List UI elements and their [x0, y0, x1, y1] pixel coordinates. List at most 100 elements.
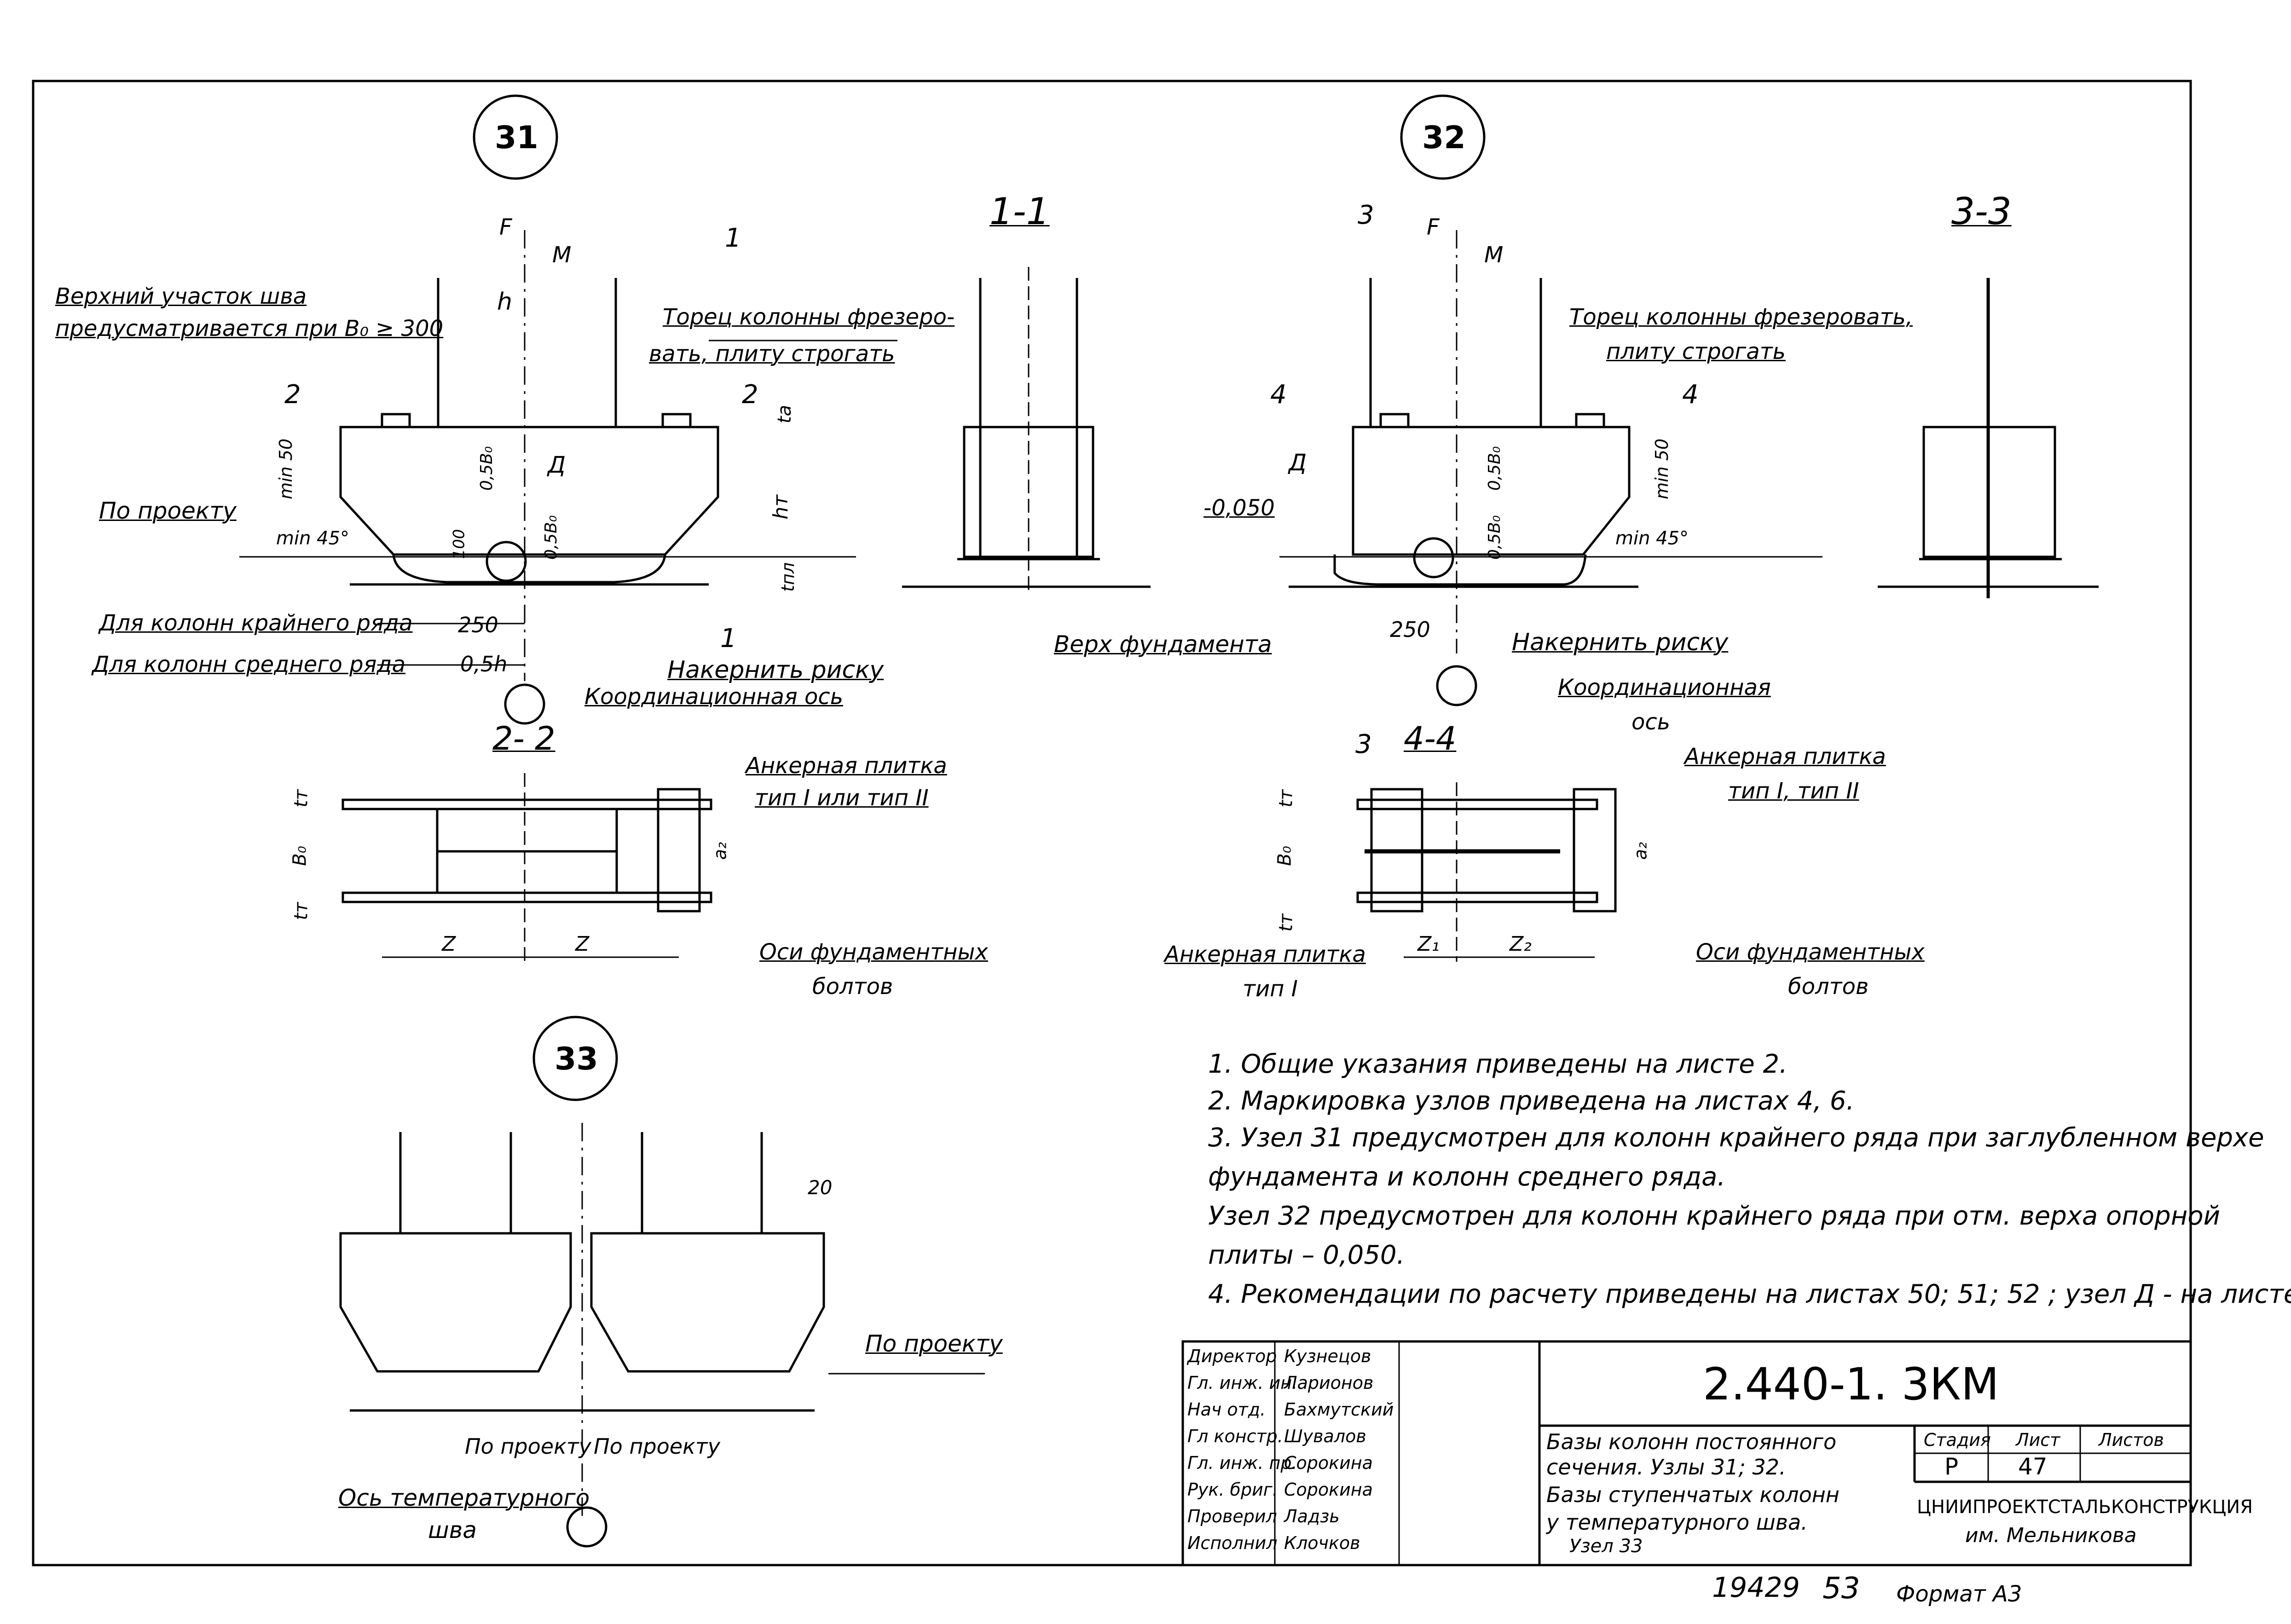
s22-tt-top: tт [290, 789, 312, 808]
node-33-bubble [532, 1016, 618, 1101]
s44-z1: Z₁ [1417, 932, 1440, 956]
tb-stage-label: Стадия [1924, 1430, 1991, 1450]
node33-by-project-left: По проекту [465, 1434, 591, 1459]
section-4-4-title: 4-4 [1404, 720, 1457, 757]
sheet-frame [32, 80, 2192, 1566]
node31-half-b-bottom: 0,5В₀ [542, 515, 561, 560]
tb-role-2: Нач отд. [1187, 1399, 1266, 1420]
node32-coord-axis-label-1: Координационная [1558, 675, 1771, 700]
node-32-bubble [1400, 94, 1486, 180]
node32-dim-250: 250 [1390, 617, 1430, 642]
node31-face-label-2: вать, плиту строгать [649, 341, 895, 367]
format-label: Формат А3 [1896, 1581, 2022, 1607]
section-2-2-title: 2- 2 [492, 720, 555, 757]
tb-name-7: Клочков [1284, 1533, 1360, 1553]
node31-punch-label: Накернить риску [667, 656, 884, 684]
title-block-lines [1181, 1340, 2192, 1566]
tb-role-0: Директор [1187, 1346, 1277, 1366]
tb-stage-value: Р [1944, 1453, 1959, 1480]
node31-tnp: tпл [778, 562, 798, 592]
s22-tt-bottom: tт [290, 902, 312, 920]
node31-by-project: По проекту [99, 497, 237, 524]
tb-title-3: Базы ступенчатых колонн [1546, 1482, 1840, 1507]
load-M-32: M [1484, 242, 1504, 268]
top-foundation-label: Верх фундамента [1054, 631, 1272, 658]
section-3-3-drawing [1878, 278, 2099, 598]
note-3d: плиты – 0,050. [1208, 1240, 1405, 1270]
upper-weld-label-1: Верхний участок шва [55, 283, 307, 309]
node32-punch-label: Накернить риску [1512, 629, 1729, 656]
tb-name-1: Ларионов [1284, 1373, 1374, 1393]
s44-z2: Z₂ [1510, 932, 1532, 956]
node31-ht: hт [769, 495, 793, 520]
tb-sheet-value: 47 [2018, 1453, 2048, 1480]
s44-tt-top: tт [1275, 789, 1297, 808]
tb-role-4: Гл. инж. пр. [1187, 1453, 1297, 1473]
load-F-31: F [499, 214, 512, 240]
section-mark-3-top: 3 [1358, 200, 1374, 230]
tb-sheets-label: Листов [2099, 1430, 2164, 1450]
s22-z-left: Z [442, 932, 456, 956]
node-31-label: 31 [495, 120, 538, 156]
tb-name-0: Кузнецов [1284, 1346, 1371, 1366]
note-1: 1. Общие указания приведены на листе 2. [1208, 1049, 1788, 1079]
tb-title-4: у температурного шва. [1546, 1510, 1808, 1535]
section-mark-1-bottom: 1 [720, 624, 737, 653]
section-1-1-title: 1-1 [989, 190, 1050, 233]
node-31-drawing [239, 230, 897, 725]
node-33-drawing [339, 1123, 985, 1548]
tb-title-2: сечения. Узлы 31; 32. [1546, 1455, 1786, 1480]
node31-min45: min 45° [276, 528, 350, 549]
node32-half-b-top: 0,5В₀ [1485, 446, 1504, 491]
note-2: 2. Маркировка узлов приведена на листах … [1208, 1086, 1855, 1116]
node33-dim-20: 20 [808, 1176, 833, 1199]
inventory-number: 19429 [1712, 1572, 1800, 1604]
s22-anchor-label-2: тип I или тип II [755, 785, 929, 811]
node31-dim-05h: 0,5h [460, 652, 508, 676]
s22-a2: a₂ [710, 842, 730, 860]
temp-joint-label-2: шва [428, 1517, 477, 1543]
tb-name-6: Ладзь [1284, 1506, 1340, 1526]
tb-org-2: им. Мельникова [1965, 1524, 2137, 1547]
node-32-drawing [1279, 230, 1822, 706]
s44-anchor-label-1: Анкерная плитка [1684, 744, 1886, 769]
edge-row-label: Для колонн крайнего ряда [99, 610, 413, 636]
tb-name-3: Шувалов [1284, 1426, 1366, 1446]
node33-by-project-mid: По проекту [594, 1434, 720, 1459]
dim-h-31: h [497, 288, 512, 316]
tb-role-1: Гл. инж. ин. [1187, 1373, 1298, 1393]
section-mark-4-left: 4 [1270, 380, 1287, 410]
note-4: 4. Рекомендации по расчету приведены на … [1208, 1279, 2291, 1309]
page-number: 53 [1822, 1572, 1860, 1606]
middle-row-label: Для колонн среднего ряда [92, 652, 406, 677]
s44-anchor-left-label-2: тип I [1243, 976, 1298, 1002]
s44-tt-bottom: tт [1275, 913, 1297, 932]
node32-face-label-1: Торец колонны фрезеровать, [1569, 304, 1913, 330]
node31-half-b-top: 0,5В₀ [477, 446, 497, 491]
load-M-31: M [552, 242, 572, 268]
s44-axes-label-2: болтов [1788, 974, 1869, 1000]
tb-org-1: ЦНИИПРОЕКТСТАЛЬКОНСТРУКЦИЯ [1917, 1497, 2253, 1518]
note-3a: 3. Узел 31 предусмотрен для колонн крайн… [1208, 1123, 2264, 1153]
node32-D: Д [1289, 449, 1307, 476]
tb-title-1: Базы колонн постоянного [1546, 1429, 1837, 1454]
section-4-4-drawing [1356, 782, 1617, 962]
section-mark-3-bottom: 3 [1355, 729, 1372, 759]
note-3b: фундамента и колонн среднего ряда. [1208, 1162, 1726, 1192]
tb-role-3: Гл констр. [1187, 1426, 1283, 1446]
load-F-32: F [1427, 214, 1440, 240]
note-3c: Узел 32 предусмотрен для колонн крайнего… [1208, 1201, 2220, 1231]
node32-min45: min 45° [1615, 528, 1689, 549]
node32-min50: min 50 [1652, 438, 1672, 500]
s44-a2: a₂ [1630, 842, 1651, 860]
drawing-code: 2.440-1. 3КМ [1703, 1358, 1999, 1410]
tb-name-5: Сорокина [1284, 1480, 1373, 1500]
tb-title-5: Узел 33 [1569, 1536, 1643, 1557]
section-mark-2-left: 2 [284, 380, 301, 410]
node31-dim-250: 250 [458, 613, 498, 637]
s44-bo: В₀ [1274, 846, 1296, 866]
s44-axes-label-1: Оси фундаментных [1696, 939, 1925, 965]
node31-dim-100: 100 [450, 529, 469, 559]
section-2-2-drawing [341, 773, 712, 962]
tb-role-6: Проверил [1187, 1506, 1277, 1526]
